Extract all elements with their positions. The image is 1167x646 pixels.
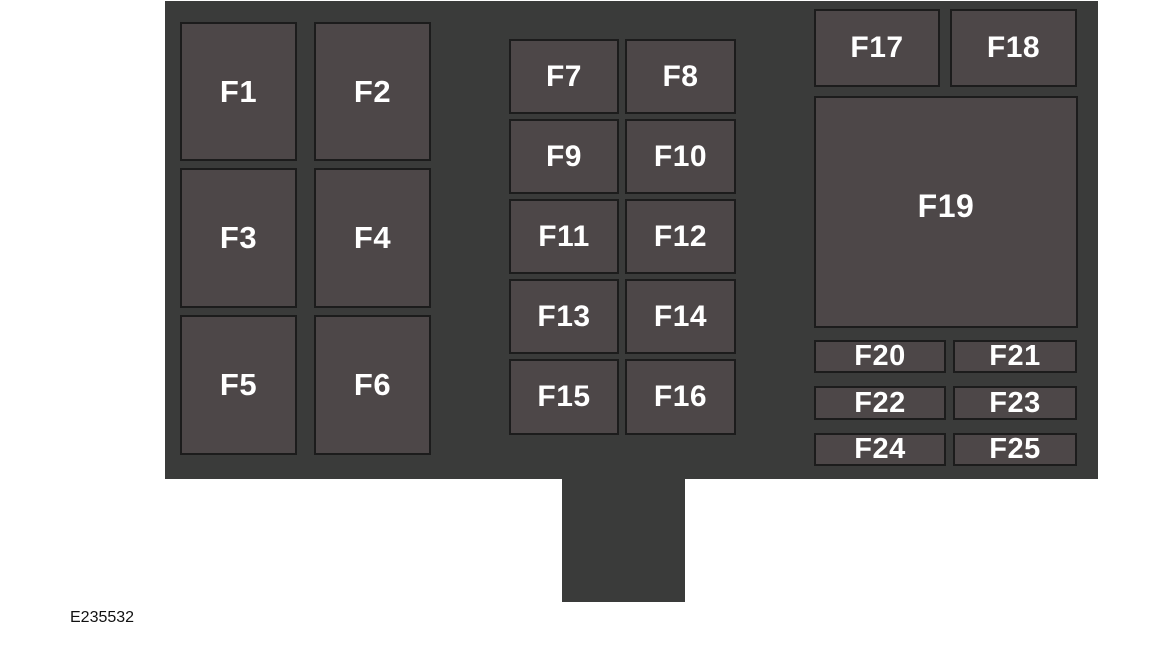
fuse-f10: F10 [625,119,736,194]
fuse-f13: F13 [509,279,619,354]
fuse-f4: F4 [314,168,431,308]
fuse-f23: F23 [953,386,1077,420]
fuse-f16: F16 [625,359,736,435]
fuse-f22: F22 [814,386,946,420]
fuse-f14: F14 [625,279,736,354]
figure-code: E235532 [70,609,135,626]
fuse-f25: F25 [953,433,1077,466]
fuse-f3: F3 [180,168,297,308]
fuse-f2: F2 [314,22,431,161]
fuse-f8: F8 [625,39,736,114]
fuse-f5: F5 [180,315,297,455]
fuse-box-connector-tab [562,478,685,602]
fuse-f6: F6 [314,315,431,455]
fuse-f1: F1 [180,22,297,161]
fuse-f19: F19 [814,96,1078,328]
fuse-f24: F24 [814,433,946,466]
fuse-f12: F12 [625,199,736,274]
fuse-f7: F7 [509,39,619,114]
fuse-f17: F17 [814,9,940,87]
fuse-f18: F18 [950,9,1077,87]
fuse-f11: F11 [509,199,619,274]
fuse-f15: F15 [509,359,619,435]
fuse-f21: F21 [953,340,1077,373]
fuse-f20: F20 [814,340,946,373]
fuse-f9: F9 [509,119,619,194]
